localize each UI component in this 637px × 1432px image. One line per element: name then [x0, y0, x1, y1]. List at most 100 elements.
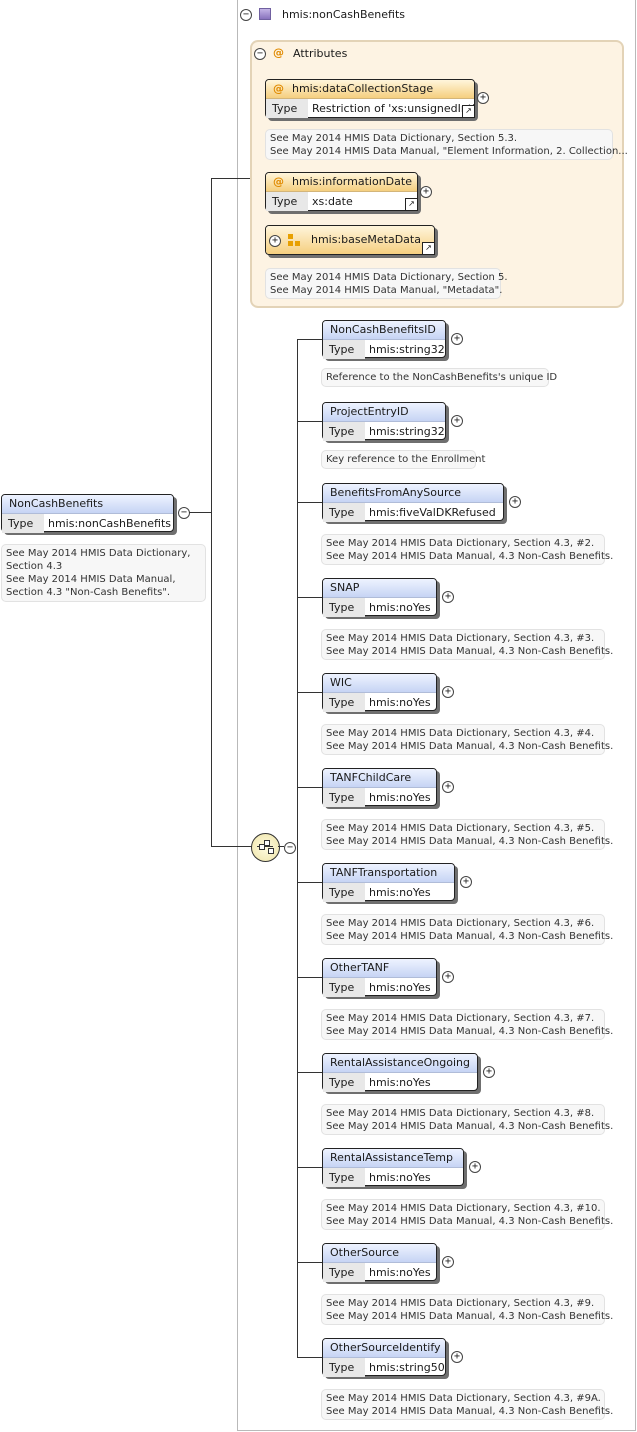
connector-line — [297, 1072, 322, 1073]
expand-icon[interactable]: + — [269, 235, 281, 247]
link-arrow-icon[interactable]: ↗ — [462, 105, 475, 118]
type-label: Type — [323, 978, 365, 997]
connector-line — [189, 512, 211, 513]
root-element-box[interactable]: NonCashBenefits Type hmis:nonCashBenefits — [1, 494, 174, 533]
connector-line — [297, 1262, 322, 1263]
element-name: SNAP — [323, 579, 436, 598]
root-annotation: See May 2014 HMIS Data Dictionary,Sectio… — [1, 544, 206, 602]
sequence-collapse-icon[interactable]: − — [284, 842, 296, 854]
link-arrow-icon[interactable]: ↗ — [405, 198, 418, 211]
type-label: Type — [323, 1358, 365, 1377]
type-label: Type — [323, 503, 365, 522]
type-label: Type — [266, 192, 308, 211]
type-label: Type — [323, 693, 365, 712]
connector-line — [211, 846, 252, 847]
annotation: Key reference to the Enrollment — [321, 450, 485, 469]
expand-icon[interactable]: + — [483, 1066, 495, 1078]
connector-line — [297, 787, 322, 788]
type-value: hmis:noYes — [369, 696, 431, 709]
connector-line — [297, 1357, 322, 1358]
attributes-title: Attributes — [293, 47, 348, 60]
expand-icon[interactable]: + — [451, 333, 463, 345]
root-collapse-icon[interactable]: − — [178, 507, 190, 519]
attribute-at-icon: @ — [273, 175, 284, 188]
element-name: ProjectEntryID — [323, 403, 445, 422]
element-name: TANFChildCare — [323, 769, 436, 788]
sequence-compositor-icon[interactable] — [251, 833, 280, 862]
connector-line — [297, 1167, 322, 1168]
connector-line — [297, 882, 322, 883]
annotation: See May 2014 HMIS Data Dictionary, Secti… — [321, 1104, 613, 1135]
attribute-at-icon: @ — [273, 82, 284, 95]
type-value: xs:date — [312, 195, 353, 208]
link-arrow-icon[interactable]: ↗ — [422, 242, 435, 255]
connector-line — [297, 502, 322, 503]
type-label: Type — [323, 598, 365, 617]
element-name: NonCashBenefitsID — [323, 321, 445, 340]
expand-icon[interactable]: + — [442, 971, 454, 983]
attribute-group-box[interactable]: hmis:baseMetaData + ↗ — [265, 225, 435, 255]
connector-line — [297, 339, 298, 1357]
type-label: Type — [266, 99, 308, 118]
annotation: See May 2014 HMIS Data Dictionary, Secti… — [321, 1389, 613, 1420]
expand-icon[interactable]: + — [469, 1161, 481, 1173]
annotation: See May 2014 HMIS Data Dictionary, Secti… — [321, 534, 613, 565]
expand-icon[interactable]: + — [442, 781, 454, 793]
annotation: See May 2014 HMIS Data Dictionary, Secti… — [321, 819, 613, 850]
type-value: hmis:noYes — [369, 981, 431, 994]
expand-icon[interactable]: + — [460, 876, 472, 888]
annotation: Reference to the NonCashBenefits's uniqu… — [321, 368, 557, 387]
expand-icon[interactable]: + — [420, 186, 432, 198]
expand-icon[interactable]: + — [509, 496, 521, 508]
type-label: Type — [323, 883, 365, 902]
element-name: RentalAssistanceTemp — [323, 1149, 463, 1168]
type-label: Type — [2, 514, 44, 533]
type-label: Type — [323, 1263, 365, 1282]
annotation: See May 2014 HMIS Data Dictionary, Secti… — [265, 268, 508, 299]
element-name: RentalAssistanceOngoing — [323, 1054, 477, 1073]
type-label: Type — [323, 422, 365, 441]
element-name: WIC — [323, 674, 436, 693]
type-value: hmis:string50 — [369, 1361, 445, 1374]
root-element-name: NonCashBenefits — [2, 495, 173, 514]
type-value: hmis:noYes — [369, 1076, 431, 1089]
expand-icon[interactable]: + — [451, 415, 463, 427]
connector-line — [278, 846, 284, 847]
annotation: See May 2014 HMIS Data Dictionary, Secti… — [321, 1009, 613, 1040]
type-value: hmis:noYes — [369, 601, 431, 614]
connector-line — [211, 178, 212, 846]
expand-icon[interactable]: + — [451, 1351, 463, 1363]
expand-icon[interactable]: + — [442, 686, 454, 698]
attribute-name: hmis:dataCollectionStage — [292, 82, 434, 95]
connector-line — [297, 597, 322, 598]
connector-line — [297, 339, 322, 340]
type-value: hmis:noYes — [369, 886, 431, 899]
expand-icon[interactable]: + — [442, 1256, 454, 1268]
type-label: Type — [323, 1168, 365, 1187]
collapse-icon[interactable]: − — [240, 9, 252, 21]
type-value: hmis:string32 — [369, 425, 445, 438]
complex-type-icon — [259, 8, 271, 20]
type-value: hmis:nonCashBenefits — [48, 517, 172, 530]
attributes-collapse-icon[interactable]: − — [254, 48, 266, 60]
attribute-group-name: hmis:baseMetaData — [311, 233, 421, 246]
expand-icon[interactable]: + — [477, 92, 489, 104]
type-value: hmis:string32 — [369, 343, 445, 356]
element-name: OtherSource — [323, 1244, 436, 1263]
expand-icon[interactable]: + — [442, 591, 454, 603]
element-name: TANFTransportation — [323, 864, 454, 883]
